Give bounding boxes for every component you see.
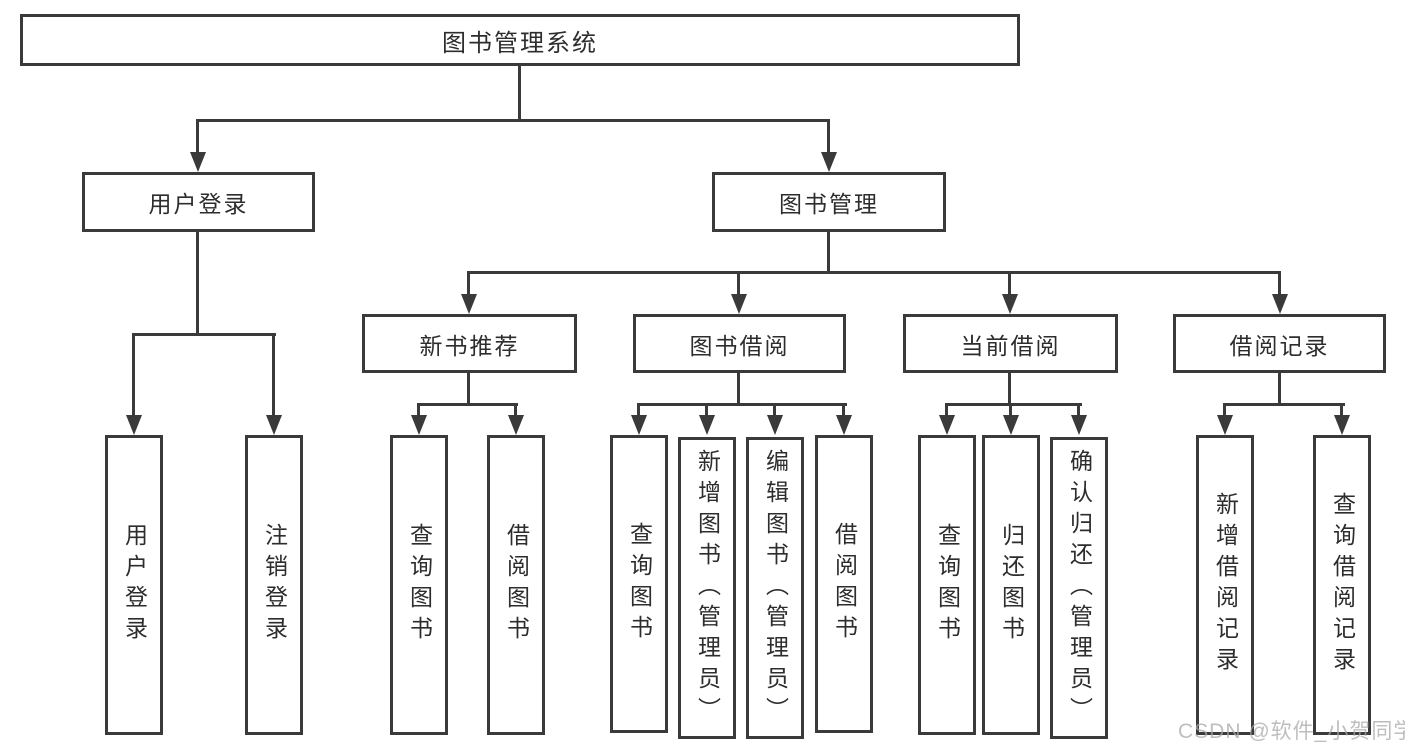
connector-line bbox=[1223, 403, 1226, 416]
node-label: 用户登录 bbox=[121, 523, 148, 647]
node-user-login: 用户登录 bbox=[82, 172, 315, 232]
node-label: 确认归还（管理员） bbox=[1066, 448, 1093, 728]
connector-line bbox=[842, 403, 845, 416]
leaf-add-borrow-record: 新增借阅记录 bbox=[1196, 435, 1254, 735]
node-current-borrow: 当前借阅 bbox=[903, 314, 1118, 373]
leaf-user-login: 用户登录 bbox=[105, 435, 163, 735]
arrowhead bbox=[461, 294, 477, 314]
connector-line bbox=[1008, 373, 1011, 405]
node-label: 新增图书（管理员） bbox=[694, 448, 721, 728]
connector-line bbox=[1077, 403, 1080, 416]
node-label: 注销登录 bbox=[261, 523, 288, 647]
connector-line bbox=[737, 271, 740, 295]
node-library-system: 图书管理系统 bbox=[20, 14, 1020, 66]
connector-line bbox=[945, 403, 948, 416]
node-label: 借阅图书 bbox=[831, 522, 858, 646]
arrowhead bbox=[631, 415, 647, 435]
watermark-text: CSDN @软件_小贺同学 bbox=[1178, 720, 1405, 743]
leaf-query-books-recommend: 查询图书 bbox=[390, 435, 448, 735]
node-label: 查询图书 bbox=[934, 523, 961, 647]
arrowhead bbox=[1071, 415, 1087, 435]
connector-line bbox=[467, 373, 470, 405]
node-new-book-recommend: 新书推荐 bbox=[362, 314, 577, 373]
node-label: 查询借阅记录 bbox=[1329, 492, 1356, 678]
leaf-query-books-current: 查询图书 bbox=[918, 435, 976, 735]
leaf-query-books-borrow: 查询图书 bbox=[610, 435, 668, 733]
node-label: 借阅记录 bbox=[1229, 332, 1330, 359]
connector-line bbox=[1340, 403, 1343, 416]
arrowhead bbox=[1003, 415, 1019, 435]
connector-line bbox=[1278, 271, 1281, 295]
connector-line bbox=[467, 271, 1281, 274]
node-label: 当前借阅 bbox=[960, 332, 1061, 359]
leaf-borrow-books: 借阅图书 bbox=[815, 435, 873, 733]
connector-line bbox=[196, 119, 199, 154]
connector-line bbox=[1009, 403, 1012, 416]
arrowhead bbox=[411, 415, 427, 435]
leaf-return-books: 归还图书 bbox=[982, 435, 1040, 735]
arrowhead bbox=[508, 415, 524, 435]
connector-line bbox=[827, 119, 830, 154]
arrowhead bbox=[1272, 294, 1288, 314]
arrowhead bbox=[1002, 294, 1018, 314]
node-label: 用户登录 bbox=[148, 191, 249, 217]
connector-line bbox=[773, 403, 776, 416]
connector-line bbox=[637, 403, 847, 406]
arrowhead bbox=[1334, 415, 1350, 435]
node-label: 新增借阅记录 bbox=[1212, 492, 1239, 678]
node-book-borrow: 图书借阅 bbox=[633, 314, 846, 373]
connector-line bbox=[196, 119, 830, 122]
arrowhead bbox=[767, 415, 783, 435]
connector-line bbox=[1278, 373, 1281, 405]
connector-line bbox=[705, 403, 708, 416]
node-label: 编辑图书（管理员） bbox=[762, 448, 789, 728]
connector-line bbox=[272, 333, 275, 416]
node-label: 查询图书 bbox=[626, 522, 653, 646]
leaf-query-borrow-record: 查询借阅记录 bbox=[1313, 435, 1371, 735]
arrowhead bbox=[1217, 415, 1233, 435]
node-label: 归还图书 bbox=[998, 523, 1025, 647]
connector-line bbox=[132, 333, 276, 336]
connector-line bbox=[467, 271, 470, 295]
connector-line bbox=[637, 403, 640, 416]
connector-line bbox=[417, 403, 518, 406]
leaf-borrow-books-recommend: 借阅图书 bbox=[487, 435, 545, 735]
node-label: 图书管理系统 bbox=[442, 29, 598, 57]
arrowhead bbox=[836, 415, 852, 435]
node-borrow-records: 借阅记录 bbox=[1173, 314, 1386, 373]
connector-line bbox=[514, 403, 517, 416]
connector-line bbox=[132, 333, 135, 416]
connector-line bbox=[827, 232, 830, 273]
leaf-edit-books-admin: 编辑图书（管理员） bbox=[746, 437, 804, 739]
connector-line bbox=[518, 66, 521, 121]
leaf-add-books-admin: 新增图书（管理员） bbox=[678, 437, 736, 739]
node-label: 借阅图书 bbox=[503, 523, 530, 647]
connector-line bbox=[945, 403, 1082, 406]
arrowhead bbox=[939, 415, 955, 435]
arrowhead bbox=[190, 152, 206, 172]
node-book-management: 图书管理 bbox=[712, 172, 946, 232]
connector-line bbox=[1008, 271, 1011, 295]
connector-line bbox=[1223, 403, 1345, 406]
leaf-confirm-return-admin: 确认归还（管理员） bbox=[1050, 437, 1108, 739]
arrowhead bbox=[731, 294, 747, 314]
connector-line bbox=[417, 403, 420, 416]
arrowhead bbox=[821, 152, 837, 172]
node-label: 图书借阅 bbox=[689, 332, 790, 359]
arrowhead bbox=[126, 415, 142, 435]
node-label: 新书推荐 bbox=[419, 332, 520, 359]
connector-line bbox=[196, 232, 199, 335]
leaf-logout: 注销登录 bbox=[245, 435, 303, 735]
arrowhead bbox=[699, 415, 715, 435]
arrowhead bbox=[266, 415, 282, 435]
connector-line bbox=[737, 373, 740, 405]
node-label: 图书管理 bbox=[779, 191, 879, 217]
node-label: 查询图书 bbox=[406, 523, 433, 647]
